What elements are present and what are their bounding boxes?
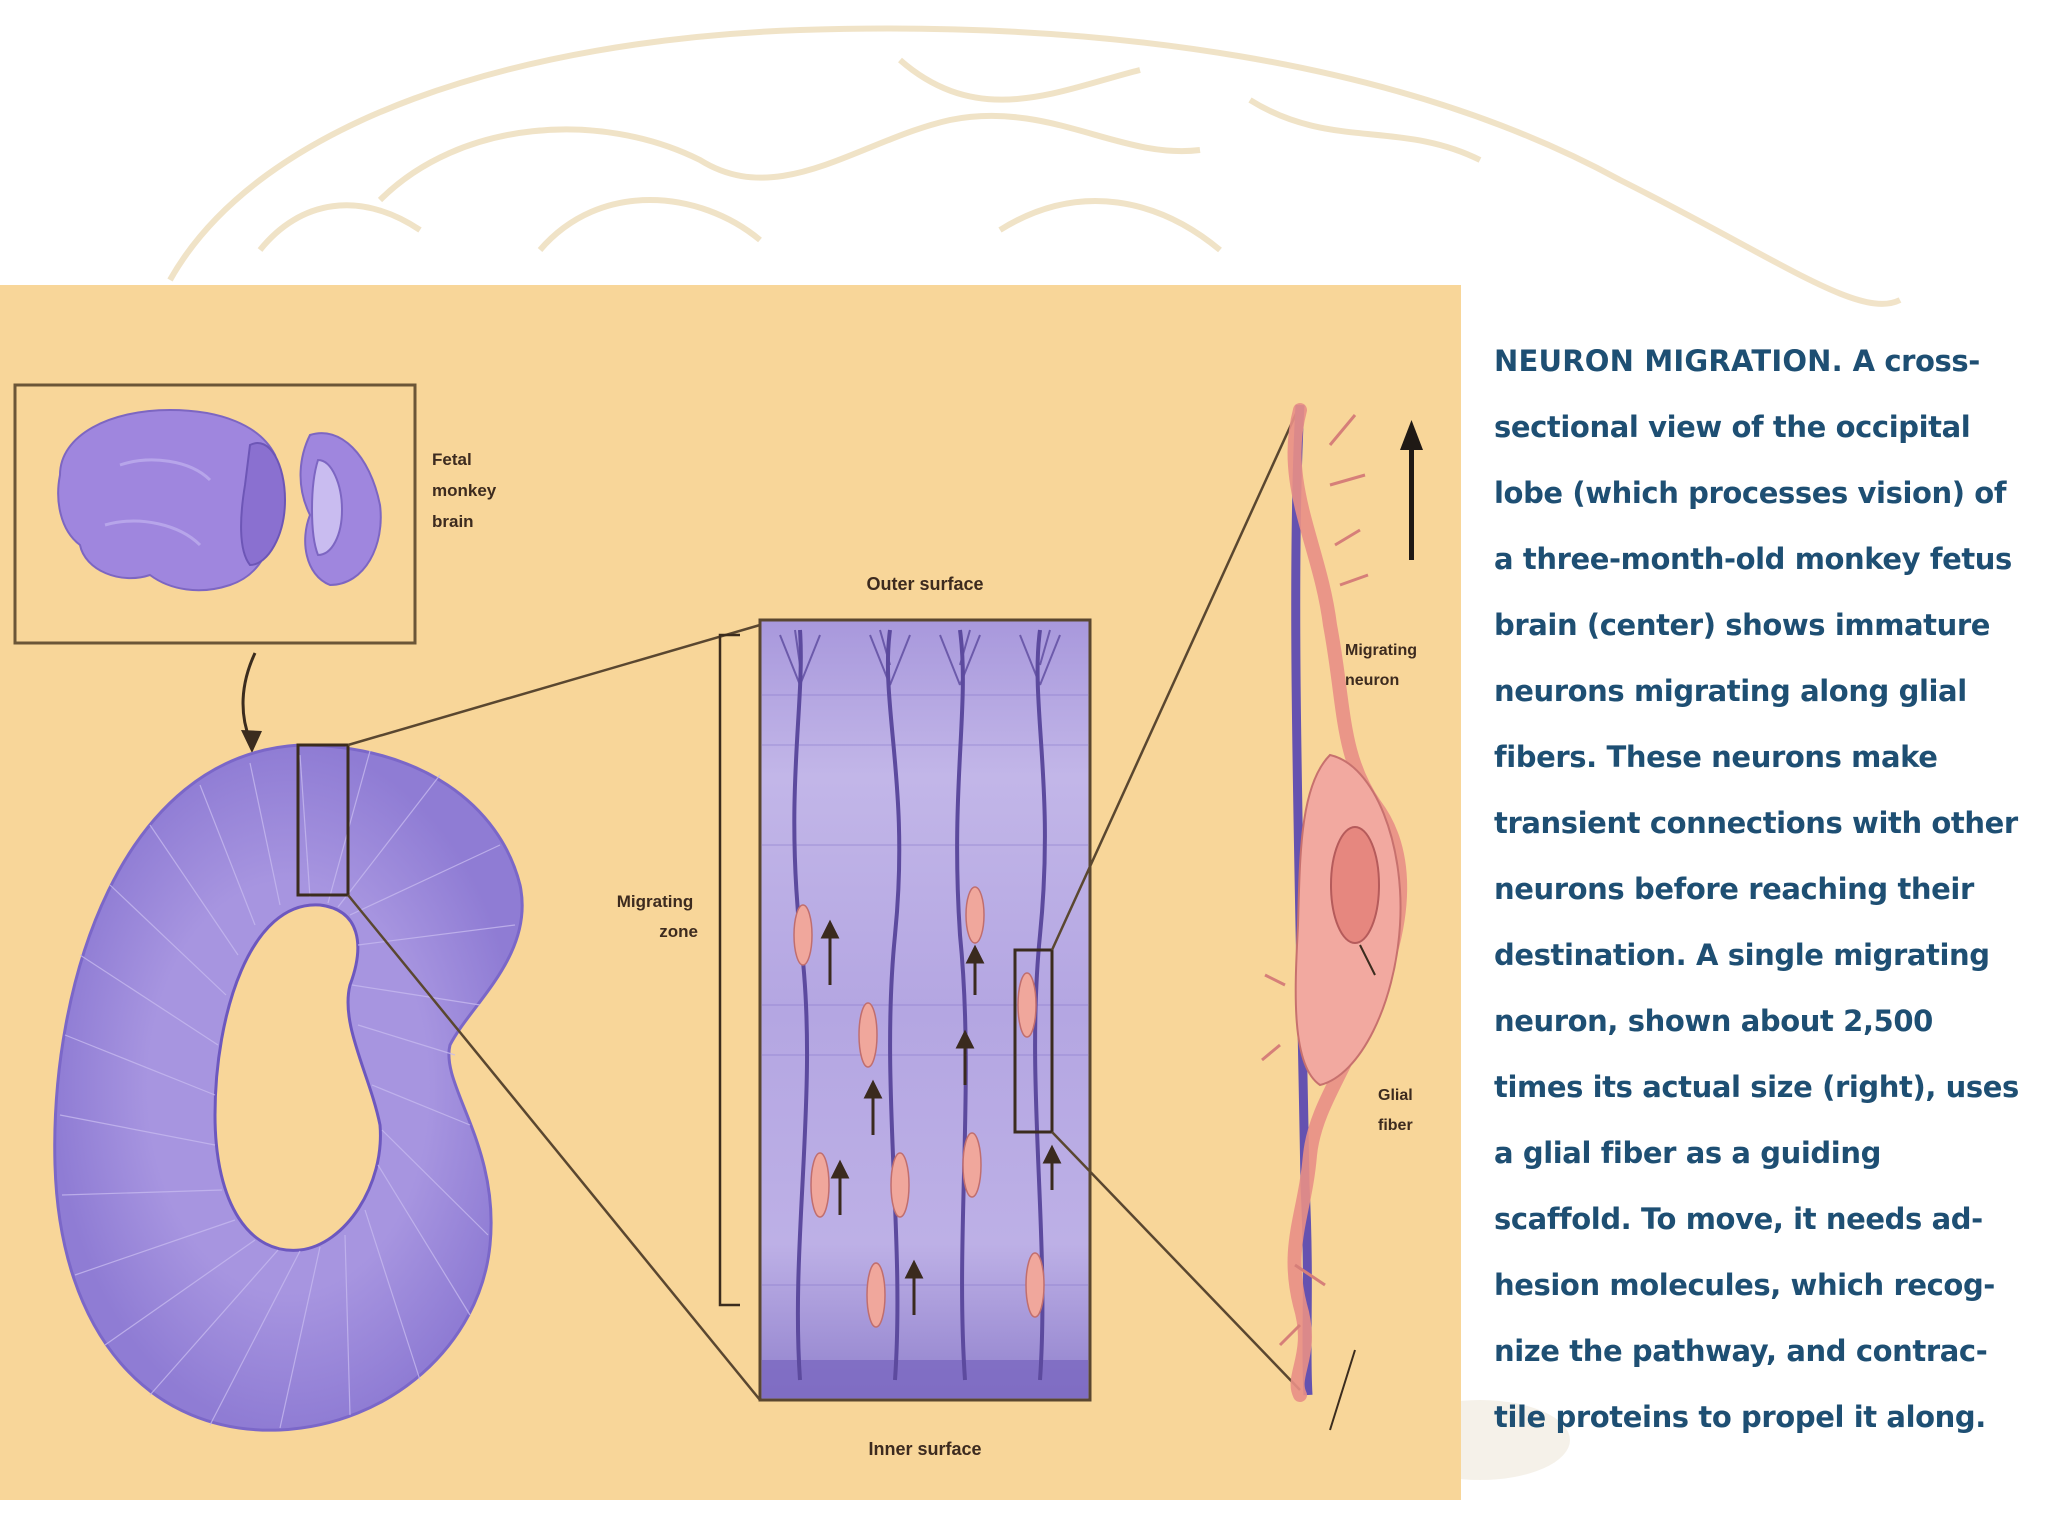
- caption-title: NEURON MIGRATION.: [1494, 344, 1843, 378]
- neuron-nucleus: [1330, 826, 1380, 944]
- migrating-neurons: [793, 886, 1045, 1328]
- zoom-line-bottom: [347, 894, 761, 1401]
- neuron-selection-box: [1013, 948, 1054, 1134]
- zoom-line-neuron-top: [1050, 404, 1302, 951]
- caption-line: neurons migrating along glial: [1494, 674, 1967, 708]
- zoom-line-top: [347, 623, 761, 747]
- caption-line: tile proteins to propel it along.: [1494, 1400, 1986, 1434]
- caption-line: scaffold. To move, it needs ad-: [1494, 1202, 1983, 1236]
- single-neuron-detail: [1261, 403, 1423, 1431]
- inner-surface-label: Inner surface: [868, 1439, 981, 1459]
- glial-fiber-label: Glial fiber: [1378, 1087, 1417, 1134]
- inset-to-section-arrow: [241, 652, 257, 741]
- arrowhead-icon: [241, 730, 262, 753]
- glial-fibers: [792, 629, 1047, 1381]
- migrating-neuron-leader: [1359, 944, 1376, 976]
- migrating-zone-bracket: [718, 633, 740, 1307]
- caption-line: times its actual size (right), uses: [1494, 1070, 2019, 1104]
- caption-line: neurons before reaching their: [1494, 872, 1974, 906]
- caption-line: destination. A single migrating: [1494, 938, 1990, 972]
- migrating-neuron-label: Migrating neuron: [1345, 642, 1421, 689]
- caption-line: nize the pathway, and contrac-: [1494, 1334, 1988, 1368]
- caption-line: a three-month-old monkey fetus: [1494, 542, 2012, 576]
- caption-line: lobe (which processes vision) of: [1494, 476, 2007, 510]
- caption-line-1: NEURON MIGRATION. A cross-: [1494, 344, 1980, 378]
- zoom-line-neuron-bottom: [1051, 1131, 1301, 1391]
- caption-line: transient connections with other: [1494, 806, 2018, 840]
- neuron-direction-arrow: [1400, 420, 1423, 560]
- caption-line: fibers. These neurons make: [1494, 740, 1938, 774]
- neuron-migration-diagram: Fetal monkey brain: [13, 383, 1423, 1459]
- caption-line: brain (center) shows immature: [1494, 608, 1991, 642]
- migration-direction-arrows: [820, 919, 1062, 1315]
- fetal-brain-inset: Fetal monkey brain: [13, 383, 501, 645]
- cortical-column: [758, 618, 1092, 1402]
- caption-line: neuron, shown about 2,500: [1494, 1004, 1933, 1038]
- migrating-zone-label: Migrating zone: [617, 892, 698, 941]
- caption-line: sectional view of the occipital: [1494, 410, 1971, 444]
- fetal-brain-label: Fetal monkey brain: [432, 450, 501, 531]
- caption-line: a glial fiber as a guiding: [1494, 1136, 1881, 1170]
- section-selection-box: [296, 743, 350, 897]
- inset-frame: [13, 383, 417, 645]
- fetal-brain-illustration: [57, 408, 382, 592]
- caption-line: hesion molecules, which recog-: [1494, 1268, 1995, 1302]
- outer-surface-label: Outer surface: [866, 574, 983, 594]
- glial-fiber-leader: [1329, 1349, 1356, 1431]
- occipital-lobe-cross-section: [53, 743, 524, 1432]
- figure-caption: NEURON MIGRATION. A cross- sectional vie…: [1494, 328, 2034, 1450]
